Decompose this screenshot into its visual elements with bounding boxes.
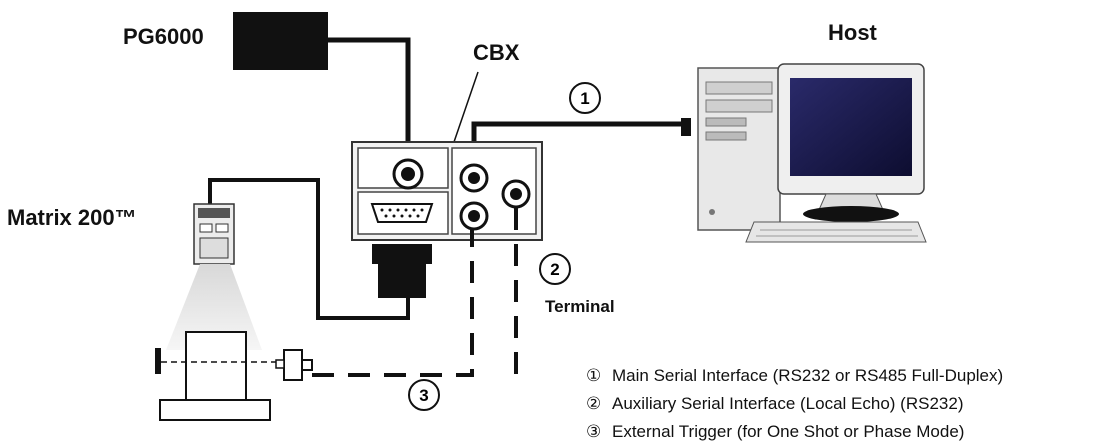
cable-trigger xyxy=(312,230,474,377)
cbx-pointer xyxy=(453,71,479,143)
legend-symbol: ③ xyxy=(586,422,602,441)
svg-text:1: 1 xyxy=(580,89,589,108)
host-label: Host xyxy=(828,20,877,45)
legend-text: External Trigger (for One Shot or Phase … xyxy=(612,422,965,441)
legend-text: Main Serial Interface (RS232 or RS485 Fu… xyxy=(612,366,1004,385)
reading-beam xyxy=(166,264,262,350)
pg6000-device xyxy=(233,12,411,168)
cbx-label: CBX xyxy=(473,40,520,65)
matrix-label: Matrix 200™ xyxy=(7,205,137,230)
pg6000-label: PG6000 xyxy=(123,24,204,49)
callout-2: 2 xyxy=(539,253,571,285)
svg-text:3: 3 xyxy=(419,386,428,405)
svg-text:2: 2 xyxy=(550,260,559,279)
callout-3: 3 xyxy=(408,379,440,411)
matrix-reader xyxy=(193,203,235,265)
legend-symbol: ① xyxy=(586,366,602,385)
callout-1: 1 xyxy=(569,82,601,114)
legend-symbol: ② xyxy=(586,394,602,413)
terminal-label: Terminal xyxy=(545,297,615,316)
cbx-plug xyxy=(372,244,432,298)
legend-item-auxiliary-serial: ② Auxiliary Serial Interface (Local Echo)… xyxy=(586,394,963,414)
legend-item-external-trigger: ③ External Trigger (for One Shot or Phase… xyxy=(586,422,964,442)
legend-item-main-serial: ① Main Serial Interface (RS232 or RS485 F… xyxy=(586,366,1003,386)
legend-text: Auxiliary Serial Interface (Local Echo) … xyxy=(612,394,964,413)
host-computer xyxy=(681,63,927,243)
cable-matrix xyxy=(208,178,410,320)
conveyor-object xyxy=(155,331,286,421)
cbx-device xyxy=(351,141,543,241)
photocell-sensor xyxy=(275,349,313,381)
